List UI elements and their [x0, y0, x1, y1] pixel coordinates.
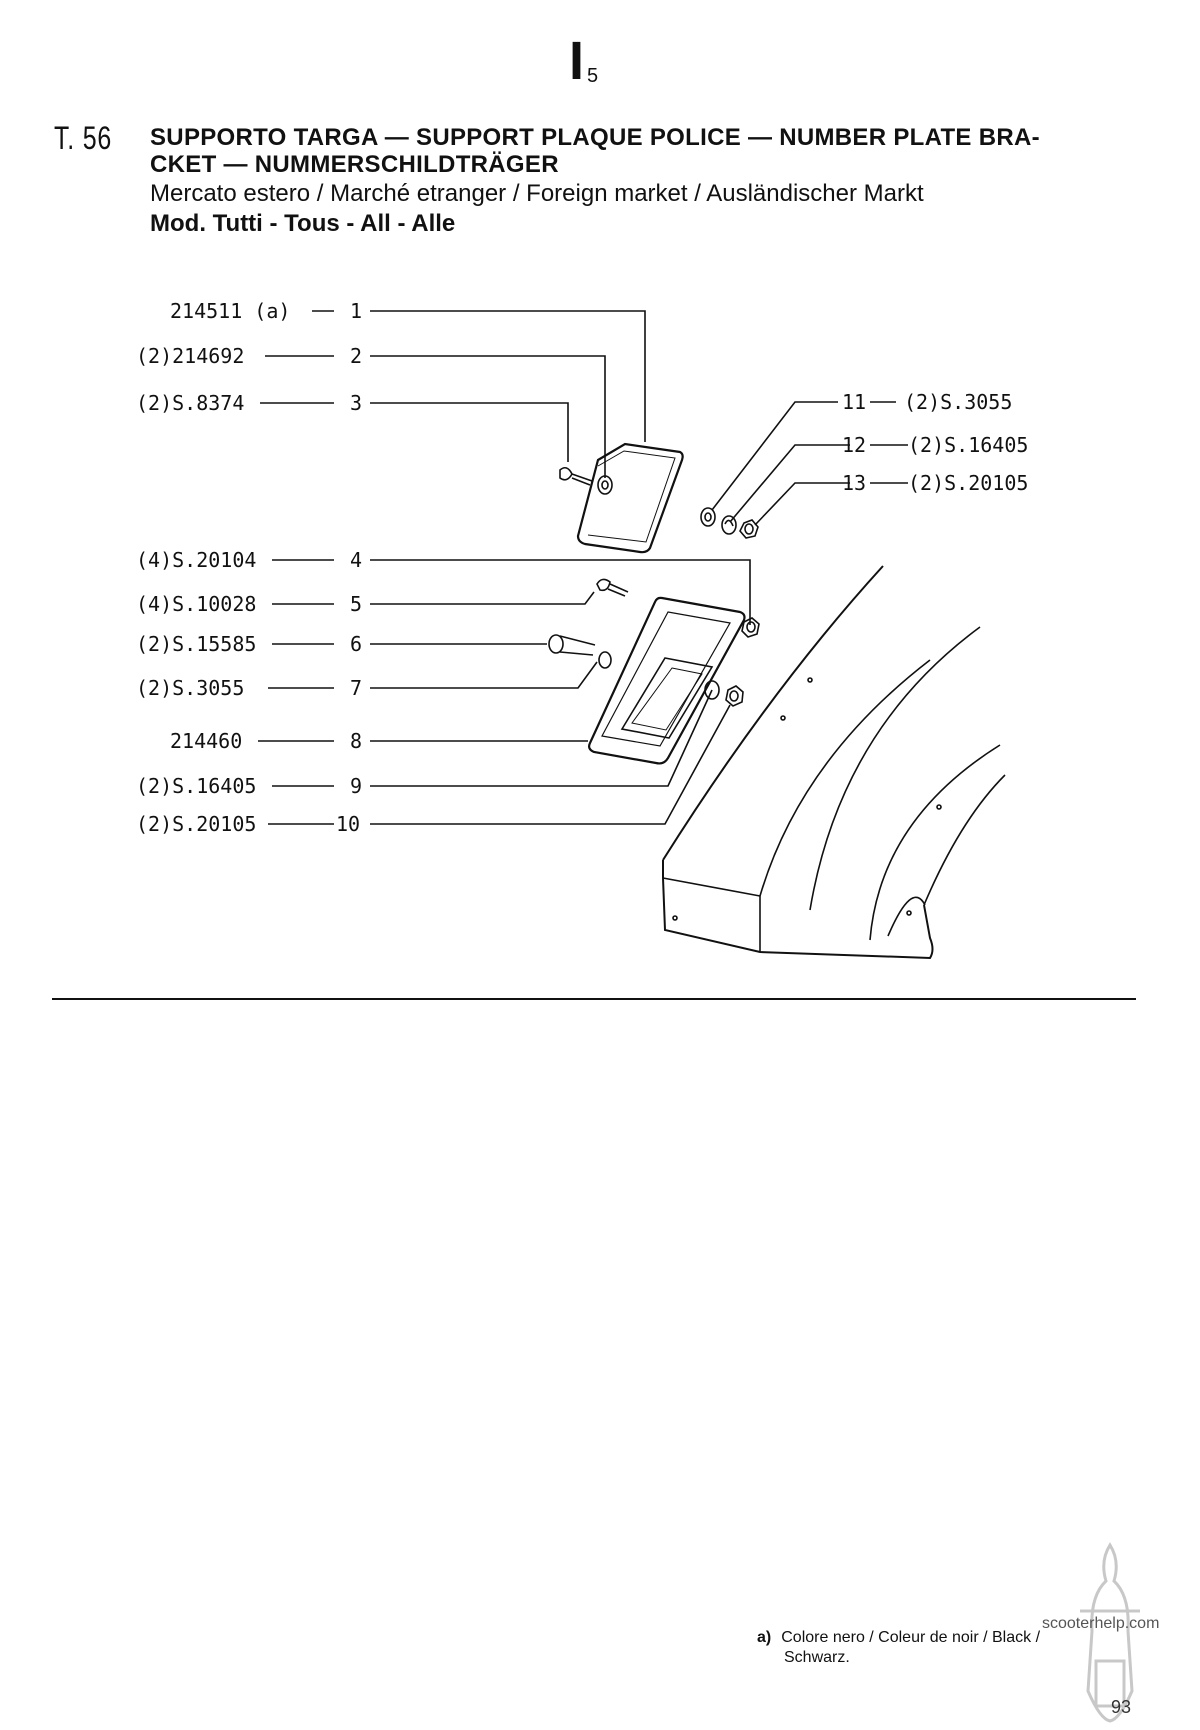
table-number: T. 56: [54, 120, 113, 156]
scooterhelp-watermark: scooterhelp.com: [1040, 1541, 1180, 1725]
footnote-mark: a): [757, 1629, 772, 1646]
part-number-10: 10: [336, 812, 360, 836]
part-number-9: 9: [350, 774, 362, 798]
part-number-7: 7: [350, 676, 362, 700]
part-code-9: (2)S.16405: [136, 774, 256, 798]
part-number-11: 11: [842, 390, 866, 414]
part-number-6: 6: [350, 632, 362, 656]
part-code-10: (2)S.20105: [136, 812, 256, 836]
part-code-6: (2)S.15585: [136, 632, 256, 656]
page-number: 93: [1111, 1697, 1132, 1717]
exploded-parts-diagram: 214511 (a) 1 (2)214692 2 (2)S.8374 3 (4)…: [136, 299, 1028, 960]
section-subscript: 5: [587, 65, 599, 87]
footnote-line-1: Colore nero / Coleur de noir / Black /: [781, 1629, 1041, 1646]
footnote: a) Colore nero / Coleur de noir / Black /…: [757, 1628, 1040, 1668]
part-code-7: (2)S.3055: [136, 676, 244, 700]
page-title: SUPPORTO TARGA — SUPPORT PLAQUE POLICE —…: [150, 124, 1140, 178]
part-code-1: 214511 (a): [170, 299, 290, 323]
models-line: Mod. Tutti - Tous - All - Alle: [150, 210, 456, 237]
divider-rule: [52, 998, 1136, 1000]
part-number-2: 2: [350, 344, 362, 368]
title-line-2: CKET — NUMMERSCHILDTRÄGER: [150, 151, 559, 178]
part-number-5: 5: [350, 592, 362, 616]
part-number-3: 3: [350, 391, 362, 415]
part-code-8: 214460: [170, 729, 242, 753]
part-number-1: 1: [350, 299, 362, 323]
part-code-12: (2)S.16405: [908, 433, 1028, 457]
part-number-13: 13: [842, 471, 866, 495]
part-code-13: (2)S.20105: [908, 471, 1028, 495]
part-number-8: 8: [350, 729, 362, 753]
footnote-line-2: Schwarz.: [784, 1649, 850, 1666]
part-number-12: 12: [842, 433, 866, 457]
part-code-5: (4)S.10028: [136, 592, 256, 616]
part-code-4: (4)S.20104: [136, 548, 256, 572]
part-code-11: (2)S.3055: [904, 390, 1012, 414]
section-letter: I: [569, 31, 585, 91]
part-code-2: (2)214692: [136, 344, 244, 368]
scooter-logo-icon: [1080, 1542, 1140, 1723]
part-number-4: 4: [350, 548, 362, 572]
part-code-3: (2)S.8374: [136, 391, 244, 415]
section-mark: I 5: [569, 31, 598, 91]
market-subtitle: Mercato estero / Marché etranger / Forei…: [150, 180, 924, 207]
title-line-1: SUPPORTO TARGA — SUPPORT PLAQUE POLICE —…: [150, 124, 1040, 151]
watermark-text: scooterhelp.com: [1042, 1615, 1160, 1632]
